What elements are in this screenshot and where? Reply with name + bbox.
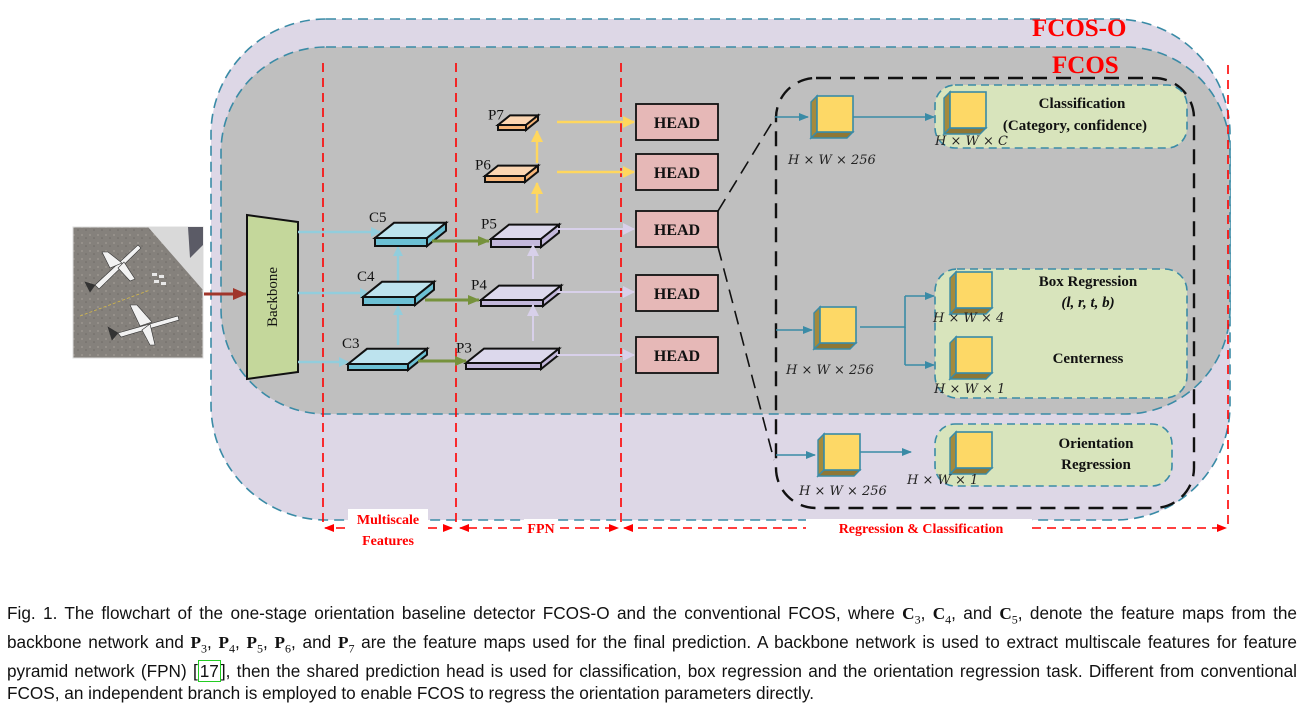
centerness-title: Centerness <box>1053 351 1124 367</box>
head-label: HEAD <box>654 222 700 239</box>
fcos-o-flowchart: FCOS-O FCOS Bac <box>72 15 1231 549</box>
math-c3: C3 <box>902 604 921 627</box>
box-output-dim: H × W × 4 <box>932 311 1004 326</box>
caption-text: ], then the shared prediction head is us… <box>7 660 1297 704</box>
head-block: HEAD <box>635 103 719 141</box>
math-c5: C5 <box>999 604 1018 627</box>
box-output-cube <box>948 270 994 316</box>
figure-caption: Fig. 1. The flowchart of the one-stage o… <box>7 603 1297 704</box>
caption-text: are the feature maps used for the final … <box>7 631 1297 681</box>
math-p4: P4 <box>218 632 236 656</box>
box-regression-title: Box Regression <box>1039 274 1138 290</box>
classification-box <box>934 84 1188 149</box>
reg-input-dim: H × W × 256 <box>785 363 874 378</box>
label-p7: P7 <box>488 107 504 123</box>
reg-feature-cube <box>812 305 858 351</box>
label-p3: P3 <box>456 341 472 357</box>
feature-p5 <box>488 222 562 250</box>
citation-link[interactable]: 17 <box>197 659 221 682</box>
orientation-box <box>934 423 1173 487</box>
math-p3: P3 <box>190 632 208 656</box>
classification-subtitle: (Category, confidence) <box>1003 118 1147 134</box>
head-connector-upper <box>717 115 777 212</box>
feature-p7 <box>495 113 541 133</box>
head-block: HEAD <box>635 274 719 312</box>
caption-text: , denote the feature maps from the backb… <box>7 603 1297 652</box>
label-c4: C4 <box>357 269 375 285</box>
input-image <box>72 226 204 359</box>
stage-multiscale-line1: Multiscale <box>357 513 419 528</box>
cls-feature-cube <box>809 94 855 140</box>
head-label: HEAD <box>654 348 700 365</box>
prediction-branches-box <box>774 76 1196 510</box>
head-label: HEAD <box>654 115 700 132</box>
feature-p6 <box>482 163 541 185</box>
head-connector-lower <box>717 246 775 461</box>
ori-output-dim: H × W × 1 <box>906 473 978 488</box>
box-regression-subtitle: (l, r, t, b) <box>1061 295 1114 311</box>
head-label: HEAD <box>654 286 700 303</box>
backbone-label: Backbone <box>265 267 281 327</box>
label-p5: P5 <box>481 217 497 233</box>
head-label: HEAD <box>654 165 700 182</box>
feature-p3 <box>463 346 562 372</box>
head-block: HEAD <box>635 210 719 248</box>
orientation-title-2: Regression <box>1061 457 1131 473</box>
math-p6: P6 <box>274 632 292 656</box>
fcos-label: FCOS <box>1052 52 1119 79</box>
ori-output-cube <box>948 430 994 476</box>
feature-p4 <box>478 283 564 309</box>
regression-box <box>934 268 1188 399</box>
stage-dividers <box>322 63 1229 527</box>
feature-c3 <box>345 346 430 373</box>
stage-fpn: FPN <box>527 522 554 537</box>
head-block: HEAD <box>635 153 719 191</box>
label-c5: C5 <box>369 210 387 226</box>
head-block: HEAD <box>635 336 719 374</box>
stage-regression-classification: Regression & Classification <box>839 522 1004 537</box>
cls-output-cube <box>942 90 988 136</box>
label-c3: C3 <box>342 336 360 352</box>
airplane-icon <box>107 304 180 346</box>
label-p6: P6 <box>475 158 491 174</box>
ori-feature-cube <box>816 432 862 478</box>
caption-text: Fig. 1. The flowchart of the one-stage o… <box>7 603 903 623</box>
math-c4: C4 <box>932 604 952 627</box>
fcos-o-label: FCOS-O <box>1032 15 1126 42</box>
stage-multiscale-line2: Features <box>362 534 414 549</box>
label-p4: P4 <box>471 278 487 294</box>
center-output-cube <box>948 335 994 381</box>
math-p7: P7 <box>337 632 355 656</box>
math-p5: P5 <box>246 632 264 656</box>
cls-output-dim: H × W × C <box>934 134 1008 149</box>
backbone-block: Backbone <box>246 213 299 381</box>
orientation-title-1: Orientation <box>1059 436 1135 452</box>
ori-input-dim: H × W × 256 <box>798 484 887 499</box>
cls-input-dim: H × W × 256 <box>787 153 876 168</box>
feature-c4 <box>360 279 437 308</box>
classification-title: Classification <box>1039 96 1126 112</box>
center-output-dim: H × W × 1 <box>933 382 1005 397</box>
airplane-icon <box>84 244 142 293</box>
feature-c5 <box>372 220 449 249</box>
